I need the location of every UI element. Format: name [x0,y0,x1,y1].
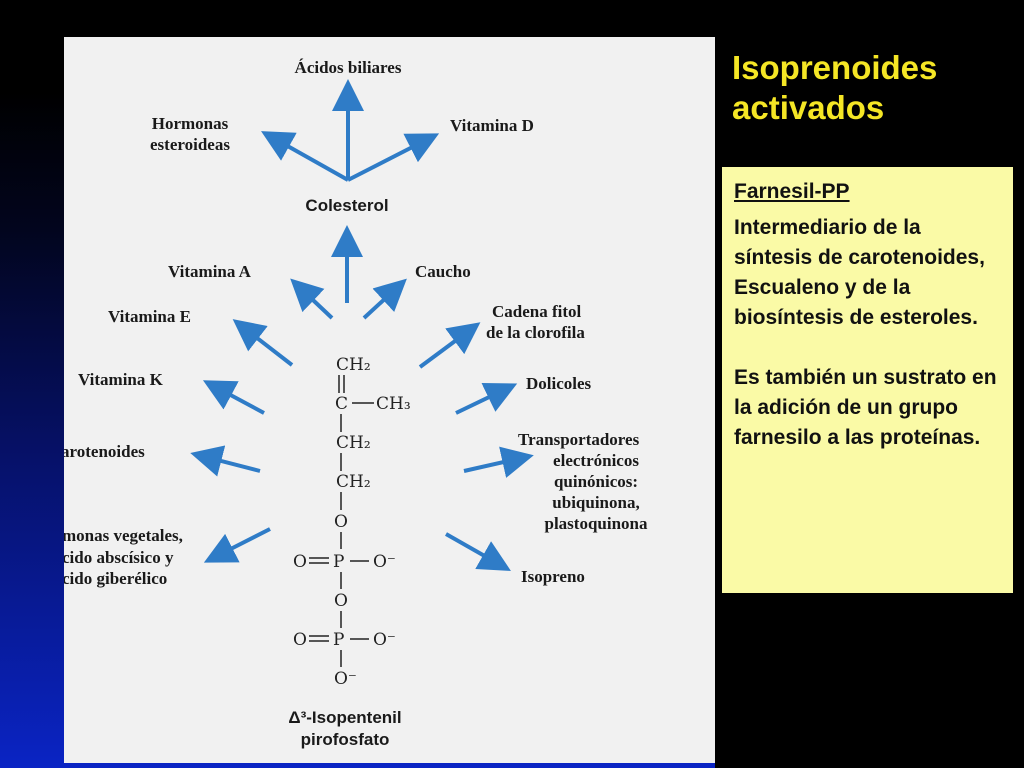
arrow-vitamina-a [290,278,334,320]
note-paragraph-2: Es también un sustrato en la adición de … [734,366,997,449]
note-heading: Farnesil-PP [734,180,850,203]
label-vitamina-a: Vitamina A [168,262,252,281]
arrow-hormonas [261,131,349,182]
label-pirofosfato: pirofosfato [301,730,390,749]
arrow-vitamina-e [232,319,294,367]
mol-o1: O [334,512,348,532]
arrow-dolicoles [455,382,518,415]
label-vitamina-d: Vitamina D [450,116,534,135]
label-vitamina-e: Vitamina E [108,307,191,326]
arrow-caucho [362,278,407,320]
label-colesterol: Colesterol [305,196,388,215]
mol-o-left1: O [293,552,307,572]
slide-title-line-1: Isoprenoides [732,49,938,86]
mol-p2: P [333,630,344,650]
mol-o-right2: O⁻ [373,630,396,650]
diagram-panel: Ácidos biliares Hormonas esteroideas Vit… [64,37,715,763]
label-cadena-2: de la clorofila [486,323,585,342]
label-hormonas-2: esteroideas [150,135,230,154]
slide-title: Isoprenoides activados [732,48,1012,128]
arrow-vitamina-k [202,380,265,415]
mol-ch3: CH₃ [376,394,411,414]
label-horm-veg-2: cido abscísico y [64,548,174,567]
mol-p1: P [333,552,344,572]
label-cadena-1: Cadena fitol [492,302,582,321]
arrow-hormonas-vegetales [203,527,271,563]
label-transp-3: quinónicos: [554,472,638,491]
mol-ch2-a: CH₂ [336,433,371,453]
label-horm-veg-3: cido giberélico [64,569,167,588]
label-isopreno: Isopreno [521,567,585,586]
arrow-vitamina-d [347,133,440,182]
label-isopentenil: Δ³-Isopentenil [288,708,401,727]
label-hormonas-1: Hormonas [152,114,229,133]
label-dolicoles: Dolicoles [526,374,592,393]
note-paragraph-1: Intermediario de la síntesis de caroteno… [734,216,985,329]
label-carotenoides: arotenoides [64,442,145,461]
label-transp-5: plastoquinona [545,514,648,533]
label-vitamina-k: Vitamina K [78,370,164,389]
arrow-cadena-fitol [418,322,481,369]
mol-ch2-top: CH₂ [336,355,371,375]
label-horm-veg-1: monas vegetales, [64,526,183,545]
slide-title-line-2: activados [732,89,885,126]
label-transp-2: electrónicos [553,451,639,470]
label-transp-4: ubiquinona, [552,493,639,512]
label-acidos-biliares: Ácidos biliares [295,58,402,77]
isopentenyl-pyrophosphate-structure: CH₂ C CH₃ CH₂ CH₂ O O P O⁻ O O P [293,355,411,689]
mol-c: C [335,394,348,414]
mol-o-right1: O⁻ [373,552,396,572]
arrow-carotenoides [190,445,261,477]
arrow-isopreno [445,532,511,571]
label-transp-1: Transportadores [518,430,640,449]
mol-o2: O [334,591,348,611]
mol-o-left2: O [293,630,307,650]
isoprenoid-diagram: Ácidos biliares Hormonas esteroideas Vit… [64,58,648,749]
arrow-transportadores [463,446,534,478]
label-caucho: Caucho [415,262,471,281]
mol-ch2-b: CH₂ [336,472,371,492]
note-box: Farnesil-PP Intermediario de la síntesis… [722,167,1013,593]
mol-o-bottom: O⁻ [334,669,357,689]
